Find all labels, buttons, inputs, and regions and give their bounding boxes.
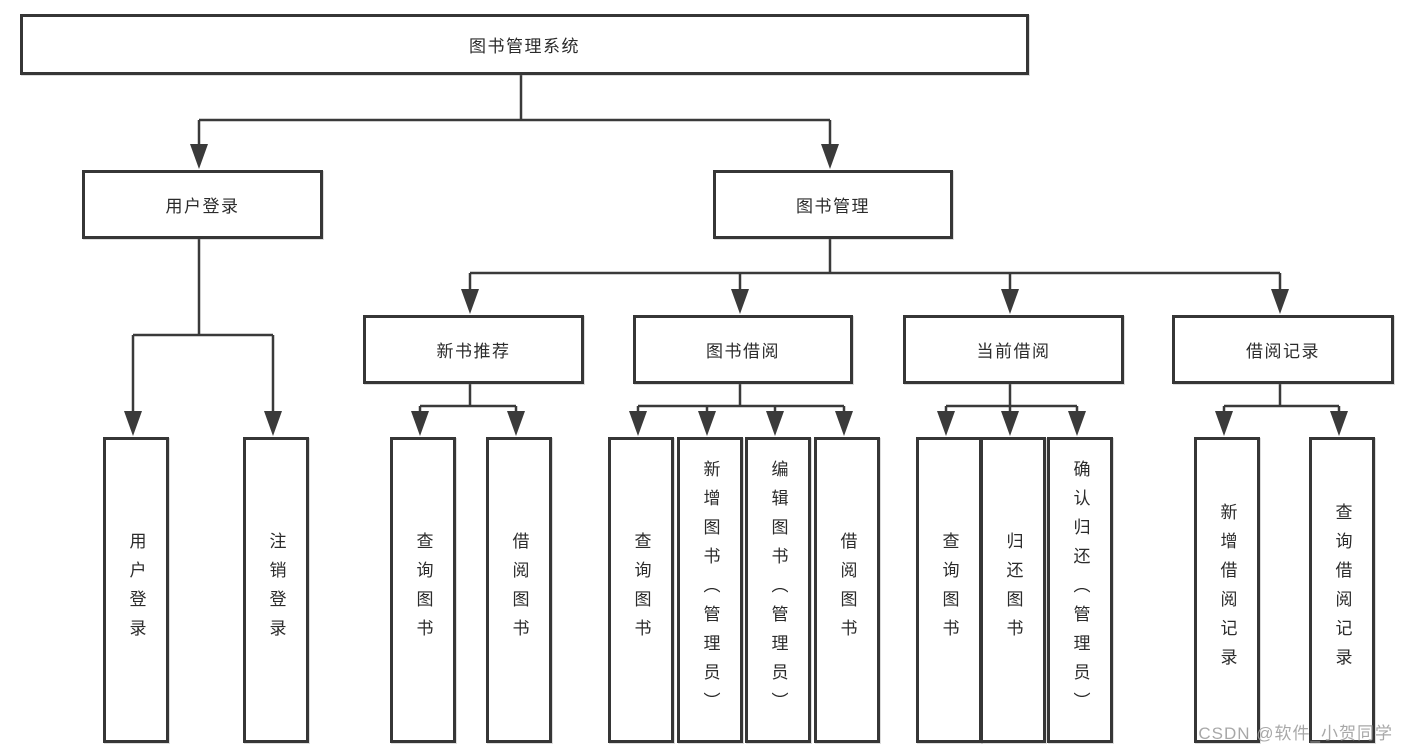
- leaf-bb-add-book-admin: 新增图书（管理员）: [677, 437, 743, 743]
- leaf-cb-confirm-return-admin: 确认归还（管理员）: [1047, 437, 1113, 743]
- leaf-bb-borrow-book: 借阅图书: [814, 437, 880, 743]
- leaf-nb-query-book: 查询图书: [390, 437, 456, 743]
- node-book-management: 图书管理: [713, 170, 953, 239]
- leaf-user-login: 用户登录: [103, 437, 169, 743]
- node-current-borrow: 当前借阅: [903, 315, 1124, 384]
- csdn-watermark: CSDN @软件_小贺同学: [1198, 724, 1393, 743]
- leaf-logout: 注销登录: [243, 437, 309, 743]
- node-borrow-records: 借阅记录: [1172, 315, 1394, 384]
- node-root-system: 图书管理系统: [20, 14, 1029, 75]
- node-new-book-recommend: 新书推荐: [363, 315, 584, 384]
- node-book-borrow: 图书借阅: [633, 315, 853, 384]
- leaf-cb-query-book: 查询图书: [916, 437, 982, 743]
- node-user-login: 用户登录: [82, 170, 323, 239]
- leaf-br-query-record: 查询借阅记录: [1309, 437, 1375, 743]
- leaf-br-add-record: 新增借阅记录: [1194, 437, 1260, 743]
- leaf-nb-borrow-book: 借阅图书: [486, 437, 552, 743]
- leaf-bb-edit-book-admin: 编辑图书（管理员）: [745, 437, 811, 743]
- leaf-bb-query-book: 查询图书: [608, 437, 674, 743]
- leaf-cb-return-book: 归还图书: [980, 437, 1046, 743]
